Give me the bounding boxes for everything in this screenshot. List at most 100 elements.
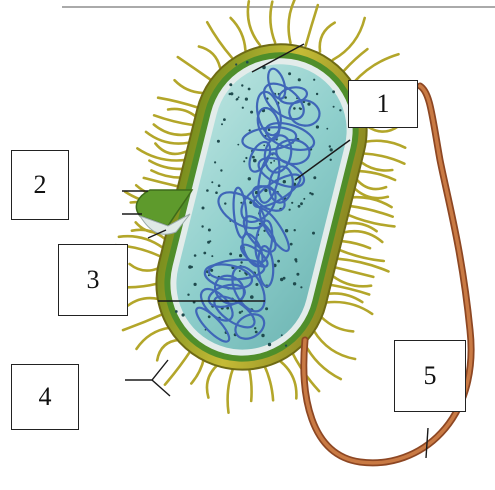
- ribosome: [277, 260, 280, 263]
- pilus: [128, 298, 159, 305]
- pilus: [191, 358, 204, 383]
- ribosome: [255, 283, 258, 286]
- pilus: [344, 231, 383, 242]
- pilus: [314, 331, 355, 360]
- ribosome: [239, 270, 241, 272]
- pilus: [155, 144, 186, 154]
- ribosome: [252, 156, 255, 159]
- ribosome: [187, 294, 189, 296]
- ribosome: [249, 129, 251, 131]
- ribosome: [312, 232, 315, 235]
- pilus: [279, 360, 297, 399]
- ribosome: [294, 258, 297, 261]
- ribosome: [242, 107, 244, 109]
- ribosome: [288, 72, 291, 75]
- ribosome: [280, 278, 283, 281]
- ribosome: [293, 282, 296, 285]
- ribosome: [303, 198, 305, 200]
- pilus: [326, 302, 372, 314]
- pilus: [346, 223, 377, 231]
- label-box-3: 3: [58, 244, 128, 316]
- ribosome: [175, 310, 178, 313]
- ribosome: [265, 307, 268, 310]
- ribosome: [285, 229, 288, 232]
- ribosome: [313, 79, 315, 81]
- ribosome: [300, 202, 303, 205]
- ribosome: [237, 144, 239, 146]
- ribosome: [254, 327, 256, 329]
- pilus: [359, 171, 395, 180]
- pilus: [157, 340, 179, 361]
- pilus: [151, 170, 180, 177]
- ribosome: [248, 88, 251, 91]
- ribosome: [291, 202, 293, 204]
- pilus: [231, 18, 246, 50]
- ribosome: [235, 63, 237, 65]
- pilus: [130, 264, 158, 271]
- ribosome: [253, 159, 257, 163]
- pilus: [348, 215, 394, 227]
- ribosome: [298, 205, 301, 208]
- pilus: [249, 367, 252, 401]
- ribosome: [250, 111, 253, 114]
- ribosome: [208, 315, 211, 318]
- ribosome: [332, 90, 335, 93]
- pilus: [304, 342, 341, 379]
- pilus: [344, 49, 367, 70]
- ribosome: [221, 123, 223, 125]
- ribosome: [268, 128, 271, 131]
- pilus: [178, 57, 211, 79]
- ribosome: [339, 109, 341, 111]
- ribosome: [182, 313, 185, 316]
- pilus: [366, 141, 405, 148]
- ribosome: [229, 253, 232, 256]
- ribosome: [211, 255, 213, 257]
- pilus: [361, 162, 392, 170]
- ribosome: [203, 252, 206, 255]
- pilus: [333, 276, 371, 286]
- ribosome: [241, 84, 243, 86]
- ribosome: [223, 118, 226, 121]
- ribosome: [229, 83, 232, 86]
- ribosome: [263, 145, 265, 147]
- pilus: [354, 54, 399, 82]
- ribosome: [206, 189, 209, 192]
- pilus: [168, 109, 195, 116]
- ribosome: [246, 61, 249, 64]
- ribosome: [194, 254, 197, 257]
- ribosome: [217, 140, 220, 143]
- pilus: [123, 314, 163, 330]
- ribosome: [326, 128, 328, 130]
- label-box-2: 2: [11, 150, 69, 220]
- ribosome: [229, 93, 231, 95]
- pilus: [264, 365, 273, 400]
- ribosome: [296, 273, 299, 276]
- ribosome: [241, 310, 243, 312]
- pilus: [321, 317, 353, 331]
- label-box-1: 1: [348, 80, 418, 128]
- pilus: [306, 5, 318, 46]
- ribosome: [329, 145, 331, 147]
- ribosome: [202, 207, 205, 210]
- label-box-4: 4: [11, 364, 79, 430]
- pilus: [364, 154, 405, 164]
- ribosome: [293, 107, 296, 110]
- ribosome: [313, 176, 316, 179]
- ribosome: [208, 229, 211, 232]
- leader-line-5: [426, 428, 428, 458]
- pilus: [228, 367, 234, 413]
- ribosome: [245, 157, 247, 159]
- ribosome: [330, 159, 332, 161]
- ribosome: [268, 343, 271, 346]
- ribosome: [215, 191, 218, 194]
- pilus: [342, 241, 370, 248]
- leader-line-4: [125, 360, 168, 380]
- pilus: [353, 197, 392, 207]
- ribosome: [333, 106, 335, 108]
- ribosome: [248, 177, 251, 180]
- ribosome: [210, 269, 213, 272]
- ribosome: [330, 148, 333, 151]
- label-box-5: 5: [394, 340, 466, 412]
- ribosome: [218, 184, 221, 187]
